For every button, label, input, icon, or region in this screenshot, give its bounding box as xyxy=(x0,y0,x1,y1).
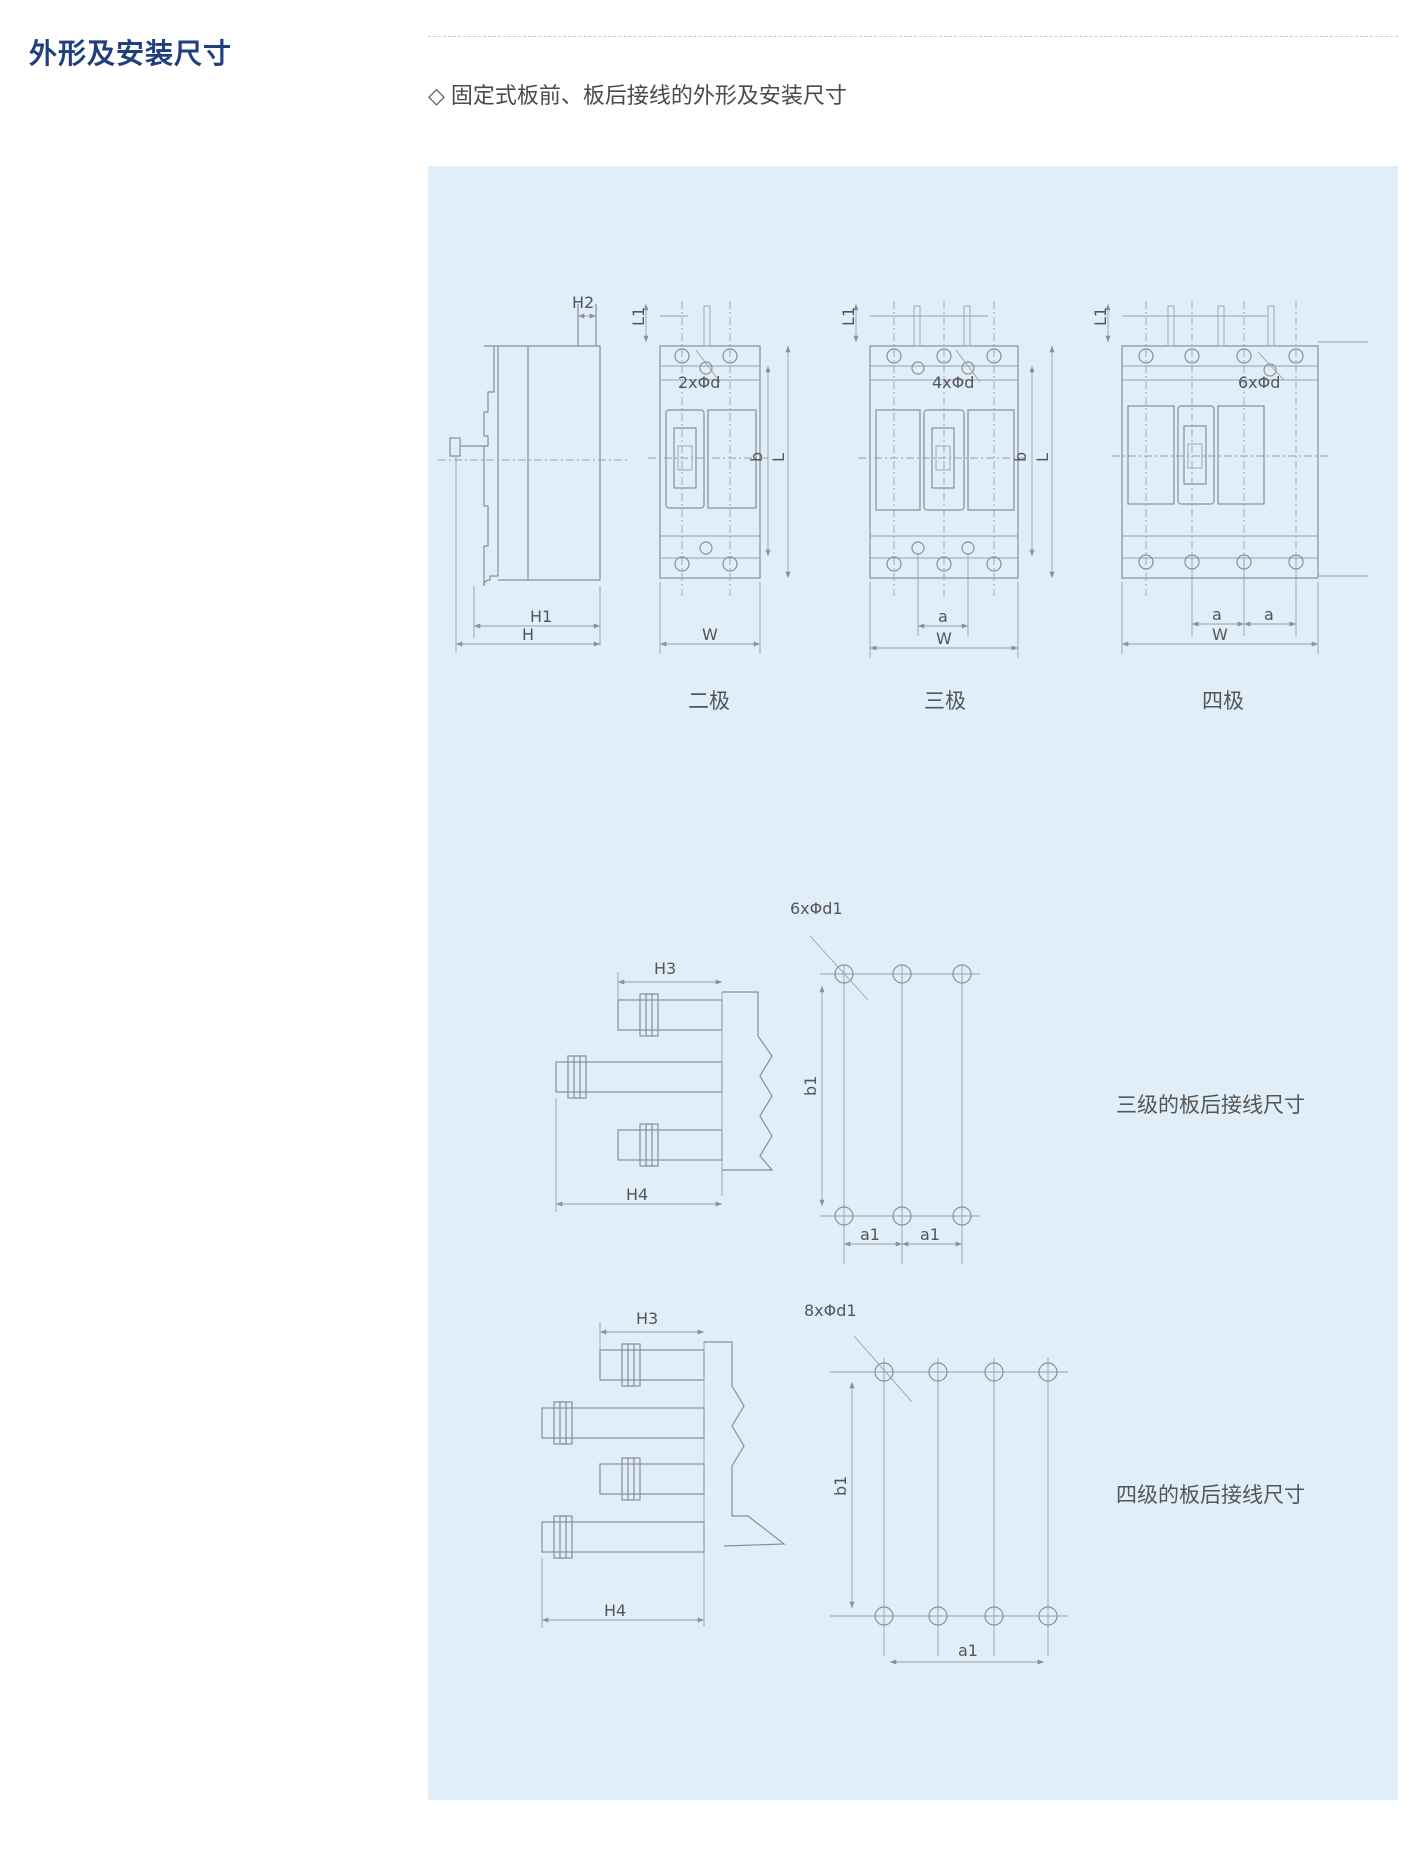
dim-holes-4r: 8xΦd1 xyxy=(804,1301,857,1320)
dim-holes-2p: 2xΦd xyxy=(678,373,720,392)
dim-H2: H2 xyxy=(572,293,594,312)
three-pole-rear-wiring: H3 H4 6xΦd1 b1 a1 a1 三级的板后接线尺寸 xyxy=(555,899,1305,1264)
caption-three-pole: 三极 xyxy=(924,689,966,713)
dim-b1-3r: b1 xyxy=(801,1076,820,1096)
dim-a1-4r: a1 xyxy=(958,1641,978,1660)
dim-holes-3r: 6xΦd1 xyxy=(790,899,843,918)
dim-L1-3p: L1 xyxy=(839,307,858,326)
subtitle: ◇固定式板前、板后接线的外形及安装尺寸 xyxy=(428,78,847,110)
dim-H: H xyxy=(522,625,534,644)
dim-holes-3p: 4xΦd xyxy=(932,373,974,392)
caption-four-pole: 四极 xyxy=(1202,689,1244,713)
dim-H3-3r: H3 xyxy=(654,959,676,978)
dim-b1-4r: b1 xyxy=(831,1476,850,1496)
dim-b-3p: b xyxy=(1011,452,1030,462)
caption-two-pole: 二极 xyxy=(688,689,730,713)
caption-three-rear: 三级的板后接线尺寸 xyxy=(1116,1093,1305,1117)
dim-a-4p-right: a xyxy=(1264,605,1274,624)
side-view: H2 H1 H xyxy=(438,293,628,652)
dim-H4-3r: H4 xyxy=(626,1185,648,1204)
dim-holes-4p: 6xΦd xyxy=(1238,373,1280,392)
page-title: 外形及安装尺寸 xyxy=(29,37,233,70)
dim-a-4p-left: a xyxy=(1212,605,1222,624)
four-pole-rear-wiring: H3 H4 8xΦd1 b1 a1 四级的板后接线尺寸 xyxy=(541,1301,1305,1665)
dim-H4-4r: H4 xyxy=(604,1601,626,1620)
dim-W-3p: W xyxy=(936,629,952,648)
three-pole-front-view: L1 4xΦd b L a W 三极 xyxy=(839,301,1055,713)
subtitle-text: 固定式板前、板后接线的外形及安装尺寸 xyxy=(450,84,847,109)
dim-W-4p: W xyxy=(1212,625,1228,644)
dim-W-2p: W xyxy=(702,625,718,644)
dim-L-3p: L xyxy=(1033,453,1052,462)
dim-b-2p: b xyxy=(747,452,766,462)
drawing-panel: H2 H1 H L1 2xΦd b xyxy=(428,166,1398,1800)
dim-a-3p: a xyxy=(938,607,948,626)
four-pole-front-view: L1 6xΦd a a W 四极 xyxy=(1091,301,1368,713)
dim-H1: H1 xyxy=(530,607,552,626)
technical-drawing: H2 H1 H L1 2xΦd b xyxy=(438,293,1368,1665)
dim-a1-3r-left: a1 xyxy=(860,1225,880,1244)
dim-L-2p: L xyxy=(769,453,788,462)
dim-L1-4p: L1 xyxy=(1091,307,1110,326)
top-divider xyxy=(428,36,1398,37)
caption-four-rear: 四级的板后接线尺寸 xyxy=(1116,1483,1305,1507)
dim-L1-2p: L1 xyxy=(629,307,648,326)
dim-H3-4r: H3 xyxy=(636,1309,658,1328)
dim-a1-3r-right: a1 xyxy=(920,1225,940,1244)
two-pole-front-view: L1 2xΦd b L W 二极 xyxy=(629,301,791,713)
diamond-icon: ◇ xyxy=(428,84,445,109)
